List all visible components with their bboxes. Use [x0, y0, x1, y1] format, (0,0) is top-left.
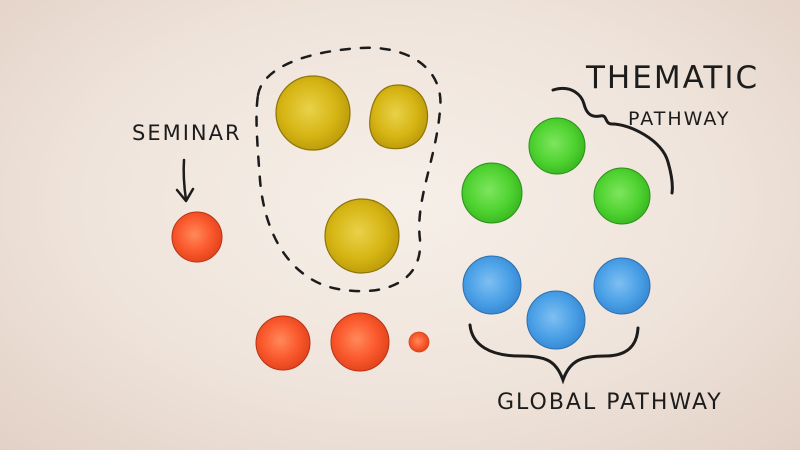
- orange-node: [330, 312, 390, 372]
- seminar-arrow: [182, 158, 188, 202]
- green-node: [461, 162, 523, 224]
- yellow-cluster: [275, 75, 429, 274]
- seminar-label: SEMINAR: [132, 121, 242, 145]
- orange-row: [255, 312, 430, 372]
- green-node: [593, 167, 651, 225]
- thematic-label-line1: THEMATIC: [585, 60, 759, 96]
- yellow-node: [324, 198, 400, 274]
- thematic-label-line2: PATHWAY: [628, 108, 731, 130]
- thematic-brace: [551, 87, 674, 195]
- blue-node: [462, 255, 522, 315]
- blue-node: [526, 290, 586, 350]
- orange-node-small: [408, 331, 430, 353]
- global-brace: [468, 323, 640, 385]
- global-label: GLOBAL PATHWAY: [497, 390, 723, 415]
- yellow-cluster-outline: [255, 46, 442, 293]
- yellow-node: [369, 84, 429, 150]
- yellow-node: [275, 75, 351, 151]
- seminar-arrowhead: [175, 187, 195, 203]
- seminar-node: [171, 211, 223, 263]
- global-pathway-nodes: [462, 255, 651, 350]
- green-node: [528, 117, 586, 175]
- thematic-pathway-nodes: [461, 117, 651, 225]
- orange-node: [255, 315, 311, 371]
- blue-node: [593, 257, 651, 315]
